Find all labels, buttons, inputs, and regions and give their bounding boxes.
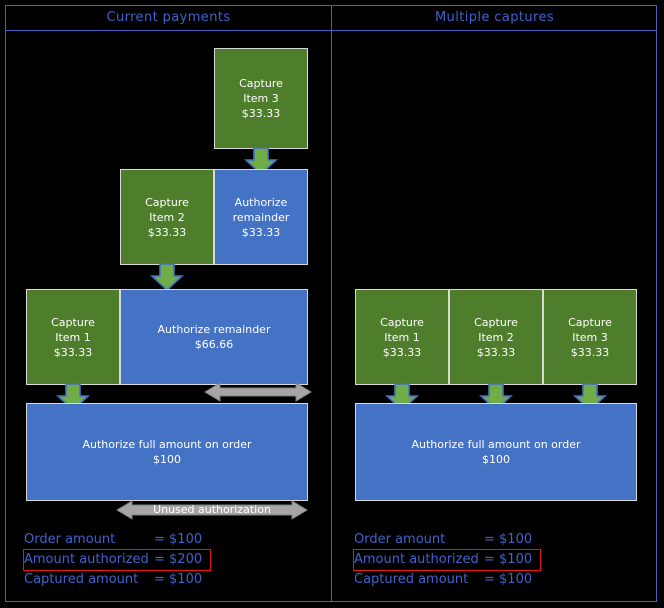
left-capture-item-2-box: Capture Item 2 $33.33 — [120, 169, 214, 265]
box-item: Item 2 — [478, 330, 514, 344]
summary-label: Amount authorized — [24, 552, 149, 567]
box-title: Capture — [568, 315, 612, 329]
right-summary: Order amount = $100 Amount authorized = … — [353, 530, 541, 590]
box-title: Capture — [474, 315, 518, 329]
box-title: Capture — [380, 315, 424, 329]
arrow-down-icon — [244, 147, 278, 175]
column-title-current-payments: Current payments — [106, 10, 231, 25]
box-item: Item 1 — [55, 330, 91, 344]
summary-label: Captured amount — [24, 572, 139, 587]
left-authorize-remainder-33-box: Authorize remainder $33.33 — [214, 169, 308, 265]
left-summary: Order amount = $100 Amount authorized = … — [23, 530, 211, 590]
summary-label: Order amount — [354, 532, 446, 547]
left-authorize-remainder-66-box: Authorize remainder $66.66 — [120, 289, 308, 385]
right-capture-item-1-box: Capture Item 1 $33.33 — [355, 289, 449, 385]
summary-value: = $100 — [484, 572, 533, 587]
right-authorize-full-amount-box: Authorize full amount on order $100 — [355, 403, 637, 501]
box-item: Item 2 — [149, 210, 185, 224]
box-title: Capture — [239, 77, 283, 90]
summary-value: = $100 — [484, 552, 533, 567]
summary-row-captured-amount: Captured amount = $100 — [354, 570, 540, 590]
summary-label: Captured amount — [354, 572, 469, 587]
box-amount: $33.33 — [476, 345, 516, 359]
summary-row-order-amount: Order amount = $100 — [354, 530, 540, 550]
unused-authorization-gap-arrow — [204, 381, 312, 403]
box-amount: $33.33 — [570, 345, 610, 359]
summary-row-order-amount: Order amount = $100 — [24, 530, 210, 550]
summary-row-amount-authorized: Amount authorized = $200 — [23, 549, 211, 571]
summary-value: = $200 — [154, 552, 203, 567]
box-title: Authorize full amount on order — [82, 438, 252, 451]
summary-value: = $100 — [154, 532, 203, 547]
left-capture-item-1-box: Capture Item 1 $33.33 — [26, 289, 120, 385]
unused-authorization-arrow: Unused authorization — [116, 499, 308, 521]
summary-label: Amount authorized — [354, 552, 479, 567]
column-divider — [331, 5, 332, 602]
box-amount: $100 — [153, 453, 181, 466]
summary-value: = $100 — [154, 572, 203, 587]
box-amount: $33.33 — [241, 107, 281, 120]
column-title-multiple-captures: Multiple captures — [434, 10, 555, 25]
summary-label: Order amount — [24, 532, 116, 547]
box-amount: $33.33 — [147, 225, 187, 239]
box-item: Item 3 — [243, 92, 279, 105]
box-title: Capture — [145, 195, 189, 209]
box-item: Item 3 — [572, 330, 608, 344]
box-title: Capture — [51, 315, 95, 329]
box-item: Item 1 — [384, 330, 420, 344]
summary-row-amount-authorized: Amount authorized = $100 — [353, 549, 541, 571]
left-authorize-full-amount-box: Authorize full amount on order $100 — [26, 403, 308, 501]
box-item: remainder — [232, 210, 290, 224]
box-amount: $66.66 — [194, 338, 234, 351]
box-title: Authorize remainder — [157, 323, 271, 336]
box-title: Authorize — [234, 195, 288, 209]
box-amount: $33.33 — [241, 225, 281, 239]
box-amount: $100 — [482, 453, 510, 466]
box-title: Authorize full amount on order — [411, 438, 581, 451]
summary-value: = $100 — [484, 532, 533, 547]
box-amount: $33.33 — [53, 345, 93, 359]
right-capture-item-3-box: Capture Item 3 $33.33 — [543, 289, 637, 385]
summary-row-captured-amount: Captured amount = $100 — [24, 570, 210, 590]
box-amount: $33.33 — [382, 345, 422, 359]
arrow-down-icon — [150, 263, 184, 291]
unused-authorization-label: Unused authorization — [153, 503, 271, 516]
left-capture-item-3-box: Capture Item 3 $33.33 — [214, 48, 308, 149]
right-capture-item-2-box: Capture Item 2 $33.33 — [449, 289, 543, 385]
